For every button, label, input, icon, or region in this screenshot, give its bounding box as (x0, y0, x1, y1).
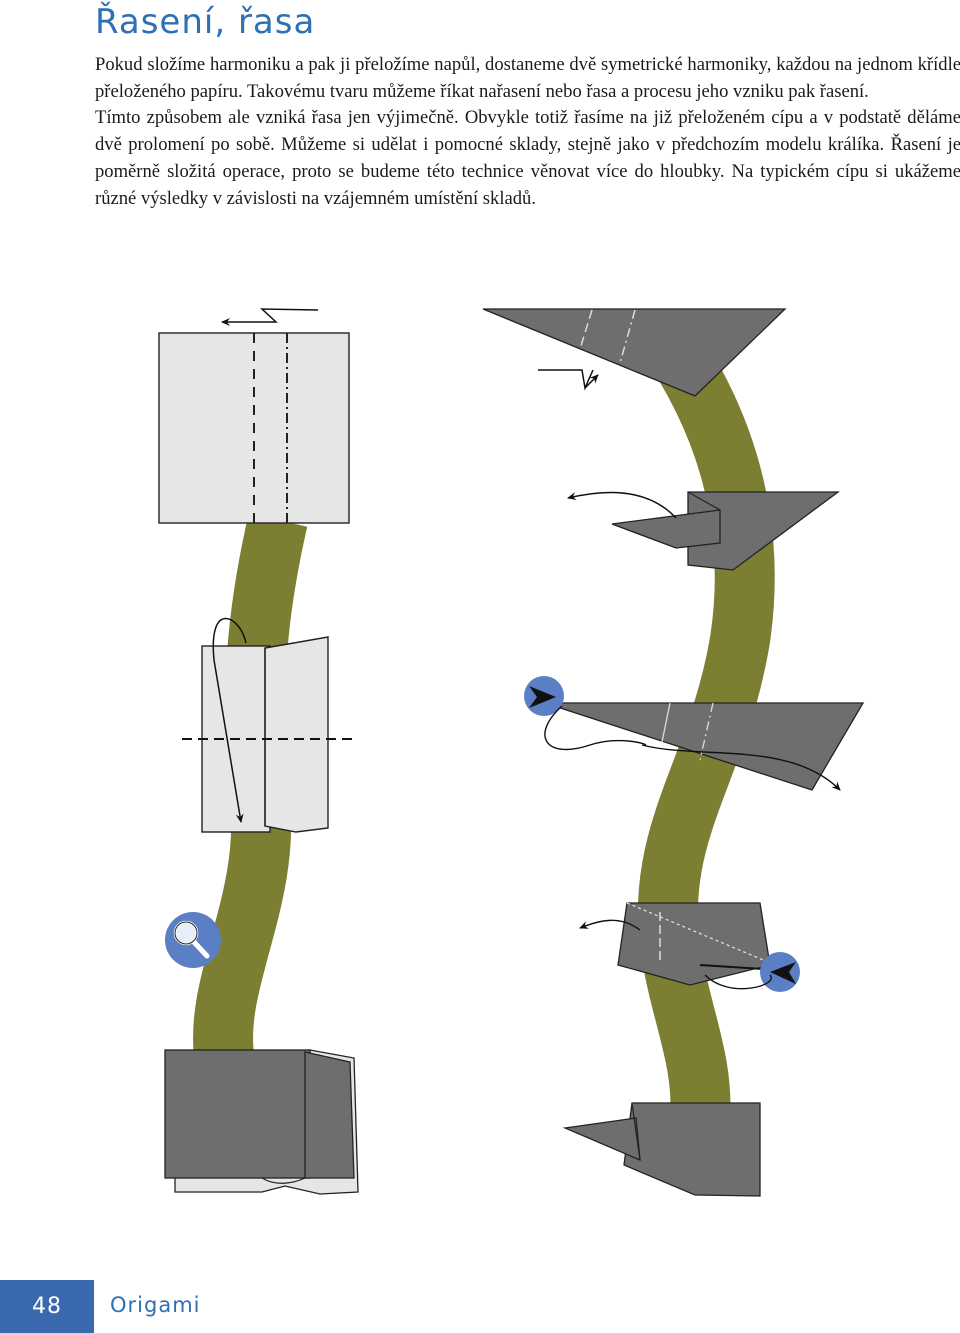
page-number: 48 (0, 1280, 94, 1333)
step-d-flap (579, 902, 800, 992)
step-2-accordion (182, 617, 358, 833)
curved-arrow-icon (544, 705, 841, 791)
curved-arrow-icon (212, 617, 247, 823)
step-c-flap (524, 676, 865, 791)
paragraph-2: Tímto způsobem ale vzniká řasa jen výjim… (95, 107, 960, 209)
zigzag-arrow-icon (538, 369, 599, 391)
step-1-square (158, 308, 350, 524)
curved-arrow-icon (579, 919, 772, 990)
step-3-result (164, 1049, 359, 1195)
step-a-flap (482, 308, 787, 397)
curved-arrow-icon (567, 491, 677, 519)
body-text: Pokud složíme harmoniku a pak ji přeloží… (95, 52, 960, 212)
step-b-flap (567, 491, 840, 571)
book-title: Origami (110, 1293, 201, 1317)
step-e-flap (562, 1102, 761, 1197)
paragraph-1: Pokud složíme harmoniku a pak ji přeloží… (95, 54, 960, 102)
right-path (637, 328, 775, 1123)
page-title: Řasení, řasa (95, 2, 316, 42)
push-marker-icon (760, 952, 800, 992)
zigzag-arrow-icon (221, 308, 319, 326)
magnifier-icon (165, 912, 221, 968)
push-marker-icon (524, 676, 564, 716)
